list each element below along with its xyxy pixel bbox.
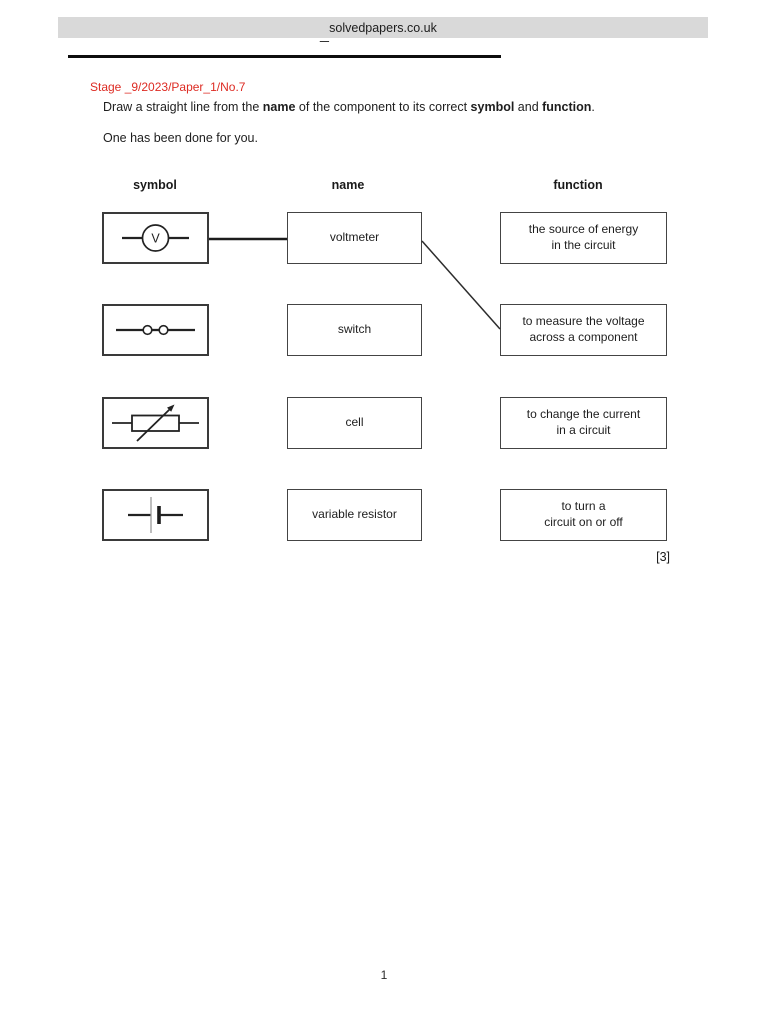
function-label: to measure the voltage across a componen… bbox=[522, 314, 645, 344]
function-box-change-current[interactable]: to change the current in a circuit bbox=[500, 397, 667, 449]
symbol-box-variable-resistor[interactable] bbox=[102, 397, 209, 449]
function-label: the source of energy in the circuit bbox=[528, 222, 639, 252]
question-instruction: Draw a straight line from the name of th… bbox=[103, 100, 595, 114]
column-header-function: function bbox=[553, 178, 603, 192]
header-dash: _ bbox=[320, 26, 329, 43]
marks-badge: [3] bbox=[656, 550, 670, 564]
cell-icon bbox=[128, 497, 183, 533]
function-label: to turn a circuit on or off bbox=[544, 499, 623, 529]
name-label: voltmeter bbox=[329, 230, 380, 245]
site-title: solvedpapers.co.uk bbox=[329, 20, 437, 35]
line-name-to-function bbox=[421, 240, 501, 330]
svg-text:V: V bbox=[151, 232, 160, 246]
name-label: variable resistor bbox=[312, 507, 397, 522]
question-note: One has been done for you. bbox=[103, 131, 258, 145]
variable-resistor-icon bbox=[112, 404, 199, 442]
name-label: switch bbox=[337, 322, 372, 337]
page-number: 1 bbox=[380, 968, 388, 982]
function-box-source-of-energy[interactable]: the source of energy in the circuit bbox=[500, 212, 667, 264]
name-label: cell bbox=[345, 415, 364, 430]
symbol-box-voltmeter[interactable]: V bbox=[102, 212, 209, 264]
function-label: to change the current in a circuit bbox=[526, 407, 641, 437]
switch-icon bbox=[116, 324, 195, 336]
column-header-symbol: symbol bbox=[133, 178, 177, 192]
column-header-name: name bbox=[331, 178, 365, 192]
site-header-bar: solvedpapers.co.uk bbox=[58, 17, 708, 38]
symbol-box-cell[interactable] bbox=[102, 489, 209, 541]
function-box-turn-on-off[interactable]: to turn a circuit on or off bbox=[500, 489, 667, 541]
horizontal-rule bbox=[68, 55, 501, 58]
name-box-switch[interactable]: switch bbox=[287, 304, 422, 356]
symbol-box-switch[interactable] bbox=[102, 304, 209, 356]
name-box-variable-resistor[interactable]: variable resistor bbox=[287, 489, 422, 541]
name-box-cell[interactable]: cell bbox=[287, 397, 422, 449]
name-box-voltmeter[interactable]: voltmeter bbox=[287, 212, 422, 264]
question-reference: Stage _9/2023/Paper_1/No.7 bbox=[90, 80, 246, 94]
function-box-measure-voltage[interactable]: to measure the voltage across a componen… bbox=[500, 304, 667, 356]
voltmeter-icon: V bbox=[122, 224, 189, 252]
